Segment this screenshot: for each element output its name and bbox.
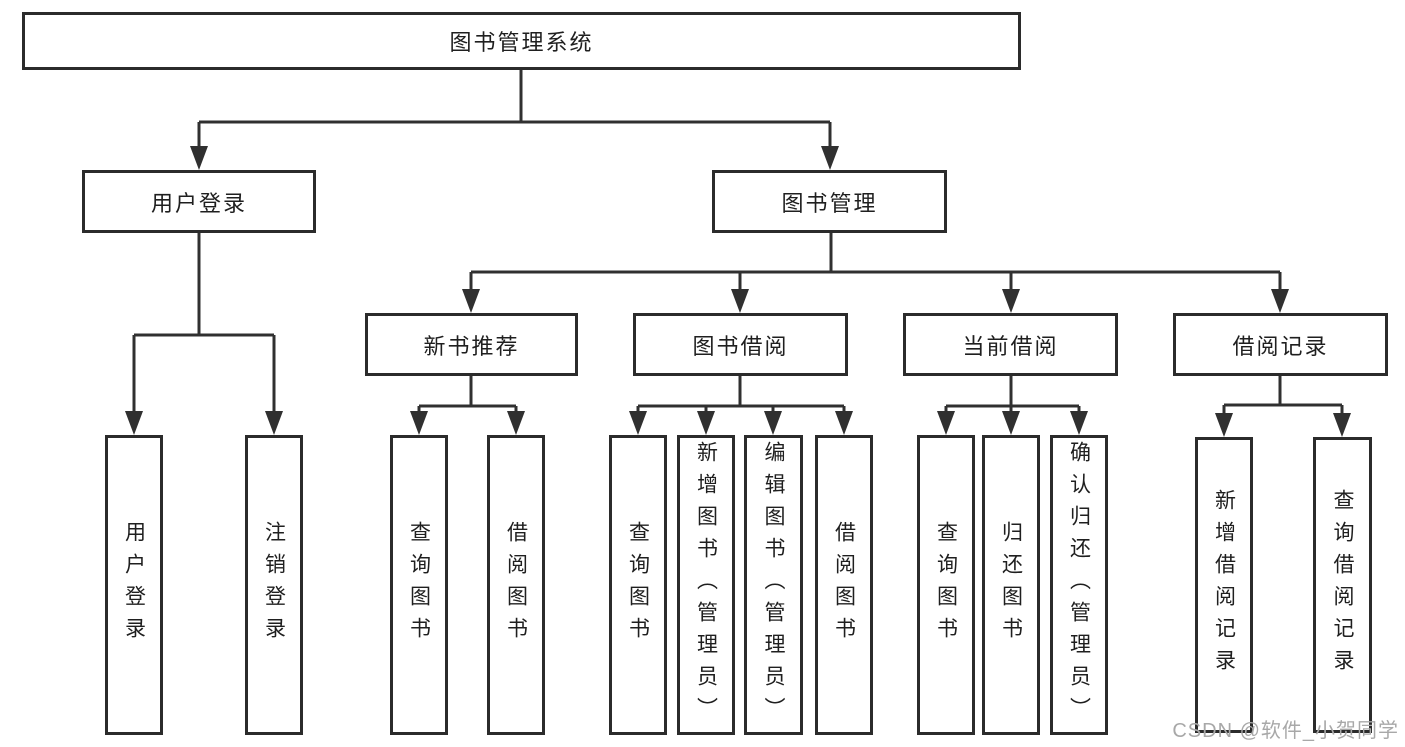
connector-new-book-recommend-children [417, 376, 518, 414]
node-user-login: 用户登录 [82, 170, 316, 233]
arrow-down-icon [1215, 413, 1233, 437]
node-book-management: 图书管理 [712, 170, 947, 233]
leaf-bb-query-books-label: 查询图书 [626, 521, 650, 649]
arrow-down-icon [1333, 413, 1351, 437]
leaf-cb-query-books: 查询图书 [917, 435, 975, 735]
watermark: CSDN @软件_小贺同学 [1172, 720, 1399, 742]
arrow-down-icon [835, 411, 853, 435]
leaf-nbr-query-books: 查询图书 [390, 435, 448, 735]
leaf-br-query-record: 查询借阅记录 [1313, 437, 1372, 733]
leaf-bb-edit-books-admin: 编辑图书（管理员） [744, 435, 803, 735]
connector-root-to-level2 [197, 70, 832, 150]
connector-current-borrow-children [944, 376, 1081, 414]
arrow-down-icon [1271, 289, 1289, 313]
leaf-user-login: 用户登录 [105, 435, 163, 735]
node-borrow-records: 借阅记录 [1173, 313, 1388, 376]
node-borrow-records-label: 借阅记录 [1232, 333, 1329, 359]
arrow-down-icon [410, 411, 428, 435]
leaf-cb-query-books-label: 查询图书 [934, 521, 958, 649]
leaf-br-query-record-label: 查询借阅记录 [1331, 489, 1354, 681]
leaf-cb-return-books-label: 归还图书 [999, 521, 1023, 649]
connector-borrow-records-children [1222, 376, 1344, 416]
arrow-down-icon [697, 411, 715, 435]
leaf-bb-query-books: 查询图书 [609, 435, 667, 735]
leaf-bb-edit-books-admin-label: 编辑图书（管理员） [762, 441, 785, 729]
leaf-user-login-label: 用户登录 [122, 521, 146, 649]
leaf-cb-return-books: 归还图书 [982, 435, 1040, 735]
leaf-cb-confirm-return-admin: 确认归还（管理员） [1050, 435, 1108, 735]
leaf-nbr-borrow-books: 借阅图书 [487, 435, 545, 735]
node-current-borrow-label: 当前借阅 [962, 333, 1059, 359]
leaf-nbr-borrow-books-label: 借阅图书 [504, 521, 528, 649]
leaf-bb-borrow-books-label: 借阅图书 [832, 521, 856, 649]
node-book-borrow: 图书借阅 [633, 313, 848, 376]
node-current-borrow: 当前借阅 [903, 313, 1118, 376]
arrow-down-icon [507, 411, 525, 435]
arrow-down-icon [937, 411, 955, 435]
connector-book-borrow-children [636, 376, 846, 414]
node-book-management-label: 图书管理 [781, 190, 878, 216]
leaf-logout: 注销登录 [245, 435, 303, 735]
node-user-login-label: 用户登录 [150, 190, 247, 216]
arrow-down-icon [265, 411, 283, 435]
node-root: 图书管理系统 [22, 12, 1021, 70]
leaf-bb-add-books-admin: 新增图书（管理员） [677, 435, 735, 735]
arrow-down-icon [1002, 289, 1020, 313]
leaf-br-add-record-label: 新增借阅记录 [1212, 489, 1236, 681]
leaf-logout-label: 注销登录 [262, 521, 286, 649]
arrow-down-icon [821, 146, 839, 170]
arrow-down-icon [125, 411, 143, 435]
arrow-down-icon [731, 289, 749, 313]
leaf-bb-add-books-admin-label: 新增图书（管理员） [694, 441, 718, 729]
leaf-br-add-record: 新增借阅记录 [1195, 437, 1253, 733]
node-new-book-recommend-label: 新书推荐 [423, 333, 520, 359]
connector-user-login-children [132, 233, 276, 414]
arrow-down-icon [462, 289, 480, 313]
node-root-label: 图书管理系统 [449, 30, 594, 55]
arrow-down-icon [629, 411, 647, 435]
leaf-bb-borrow-books: 借阅图书 [815, 435, 873, 735]
connector-book-management-children [469, 233, 1282, 292]
arrow-down-icon [190, 146, 208, 170]
node-new-book-recommend: 新书推荐 [365, 313, 578, 376]
arrow-down-icon [1070, 411, 1088, 435]
arrow-down-icon [764, 411, 782, 435]
arrow-down-icon [1002, 411, 1020, 435]
leaf-cb-confirm-return-admin-label: 确认归还（管理员） [1067, 441, 1091, 729]
node-book-borrow-label: 图书借阅 [692, 333, 789, 359]
leaf-nbr-query-books-label: 查询图书 [407, 521, 431, 649]
